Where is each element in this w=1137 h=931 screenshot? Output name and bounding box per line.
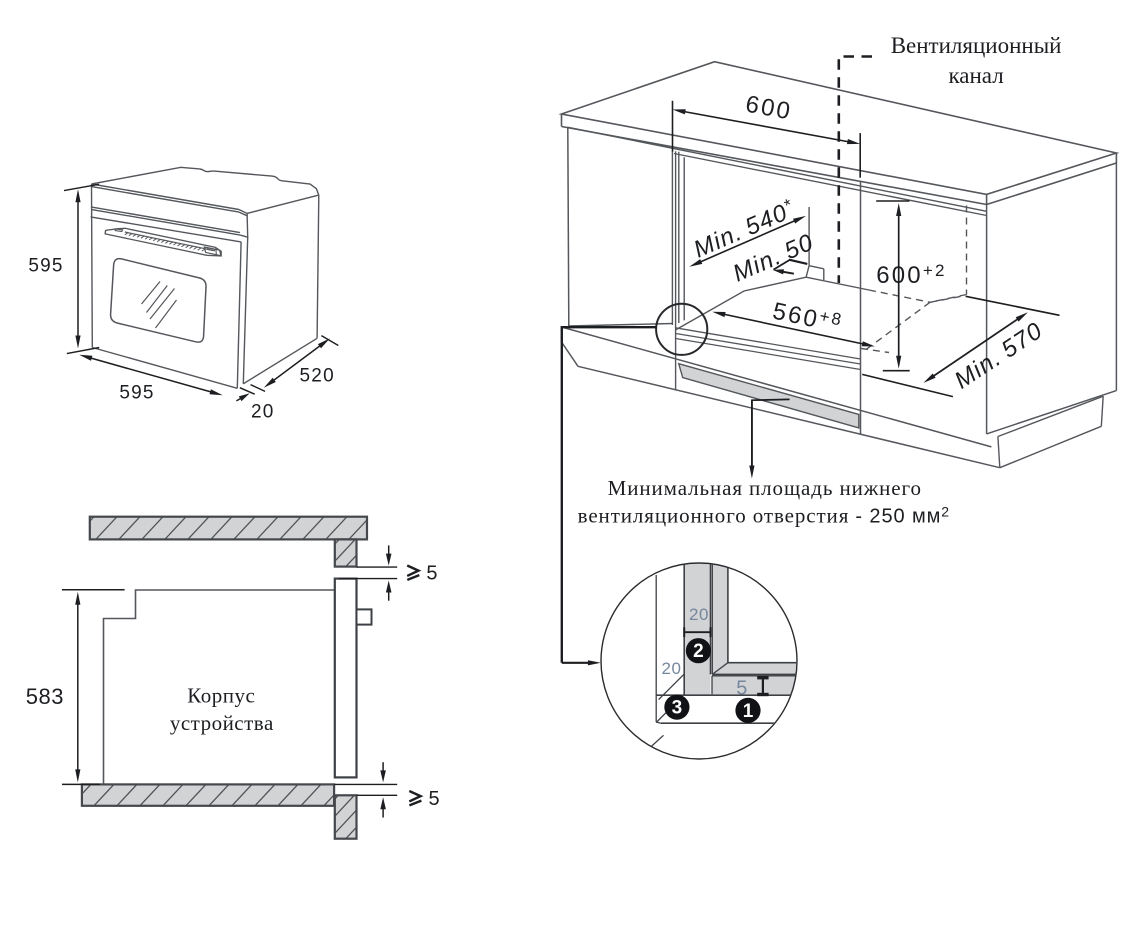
svg-text:5: 5 (426, 563, 437, 585)
svg-text:Корпус: Корпус (187, 684, 255, 708)
svg-text:устройства: устройства (170, 711, 274, 735)
svg-text:Вентиляционный: Вентиляционный (891, 33, 1062, 58)
svg-text:520: 520 (300, 366, 335, 387)
svg-text:20: 20 (662, 659, 682, 678)
svg-text:2: 2 (693, 641, 704, 662)
svg-text:595: 595 (28, 256, 63, 277)
svg-text:5: 5 (428, 788, 439, 810)
svg-text:20: 20 (689, 605, 709, 624)
svg-text:595: 595 (119, 382, 154, 403)
svg-text:600+2: 600+2 (876, 261, 946, 289)
svg-text:1: 1 (743, 701, 754, 722)
svg-text:20: 20 (251, 402, 275, 423)
svg-text:Минимальная площадь нижнего: Минимальная площадь нижнего (608, 476, 922, 500)
svg-text:вентиляционного отверстия - 25: вентиляционного отверстия - 250 мм2 (578, 503, 950, 527)
svg-text:5: 5 (736, 678, 748, 700)
svg-text:канал: канал (948, 63, 1003, 88)
svg-text:3: 3 (672, 698, 683, 719)
svg-text:600: 600 (743, 91, 794, 126)
svg-text:583: 583 (26, 684, 64, 709)
